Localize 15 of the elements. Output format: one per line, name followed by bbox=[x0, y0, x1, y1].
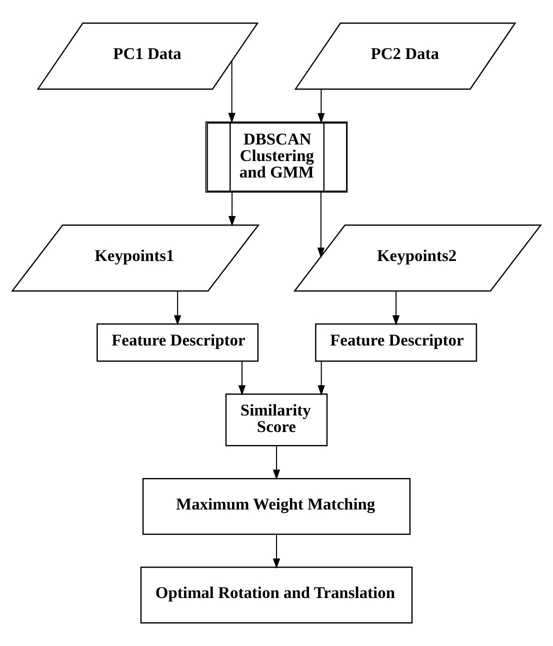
arrow bbox=[318, 361, 325, 396]
arrow bbox=[174, 291, 182, 326]
arrow bbox=[272, 446, 280, 480]
arrow bbox=[318, 89, 325, 124]
arrow bbox=[392, 291, 400, 326]
arrow bbox=[272, 534, 280, 569]
arrow bbox=[317, 192, 325, 258]
arrow bbox=[238, 361, 246, 396]
node-box: Feature Descriptor bbox=[315, 323, 478, 362]
node-box: Feature Descriptor bbox=[96, 323, 259, 362]
arrow bbox=[228, 192, 236, 226]
node-box: Maximum Weight Matching bbox=[142, 478, 411, 535]
node-box: Similarity Score bbox=[225, 393, 328, 446]
node-box: Optimal Rotation and Translation bbox=[140, 566, 413, 624]
arrow bbox=[228, 60, 236, 124]
